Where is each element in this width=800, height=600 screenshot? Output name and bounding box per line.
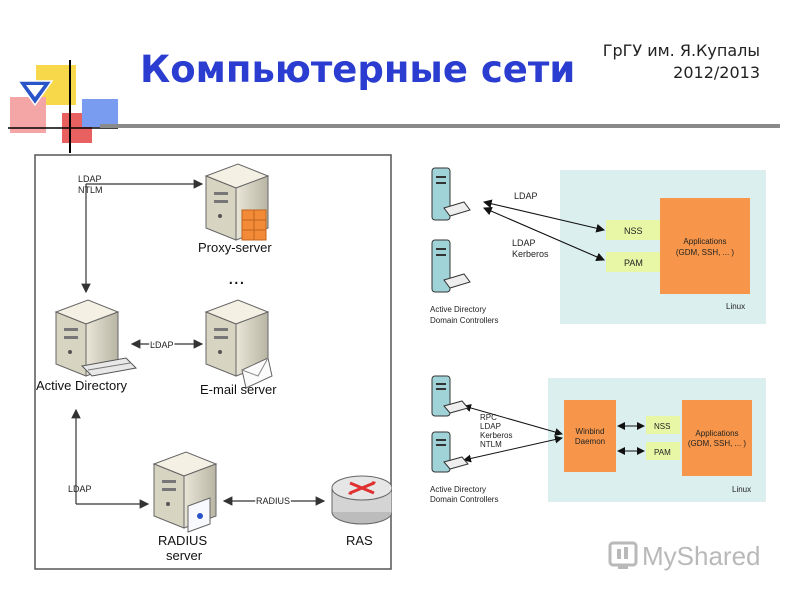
winbind-label-1: Winbind [576,427,605,436]
ad-label-top-1: Active Directory [430,305,486,314]
nss-label-top: NSS [624,226,643,236]
ldap-ntlm-label-2: NTLM [78,185,103,195]
kerberos-arrow-top [482,207,606,261]
protocol-label-rpc: RPC [480,413,497,422]
pam-label-bottom: PAM [654,448,671,457]
left-network-diagram: LDAP NTLM Proxy-server ... LDAP Active D… [34,154,392,570]
active-directory-label: Active Directory [36,378,128,393]
active-directory-server-icon [54,299,138,377]
title-underline [100,124,780,128]
dc-winbind-arrow-1 [463,404,563,436]
email-server-icon [204,299,273,389]
radius-server-label-1: RADIUS [158,533,207,548]
ldap-label-top: LDAP [514,191,538,201]
applications-box-top [660,198,750,294]
ldap-kerberos-label-2: Kerberos [512,249,549,259]
protocol-label-ntlm: NTLM [480,440,502,449]
pam-label-top: PAM [624,258,643,268]
org-name: ГрГУ им. Я.Купалы [602,41,760,60]
ldap-ntlm-label-1: LDAP [78,174,102,184]
ad-label-bottom-1: Active Directory [430,485,486,494]
university-logo [8,60,118,153]
bottom-right-diagram: RPC LDAP Kerberos NTLM Winbind Daemon NS… [430,375,766,504]
dc-winbind-arrow-2 [463,435,563,463]
ad-label-bottom-2: Domain Controllers [430,495,498,504]
radius-server-label-2: server [166,548,203,563]
organization-info: ГрГУ им. Я.Купалы 2012/2013 [603,40,760,84]
applications-box-bottom [682,400,752,476]
protocol-label-kerberos: Kerberos [480,431,512,440]
watermark-text: MyShared [642,541,761,571]
winbind-label-2: Daemon [575,437,605,446]
ras-label: RAS [346,533,373,548]
domain-controller-icon-3 [431,375,469,417]
nss-box-bottom [646,416,680,434]
domain-controller-icon-1 [431,167,471,221]
academic-year: 2012/2013 [673,63,760,82]
ldap-mid-label: LDAP [150,340,174,350]
proxy-server-label: Proxy-server [198,240,272,255]
applications-label-top-1: Applications [683,237,726,246]
ellipsis-label: ... [228,267,245,289]
applications-label-bottom-1: Applications [695,429,738,438]
myshared-watermark: MyShared [608,541,761,571]
nss-label-bottom: NSS [654,422,670,431]
nss-box-top [606,220,660,240]
protocol-label-ldap: LDAP [480,422,501,431]
applications-label-top-2: (GDM, SSH, ... ) [676,248,735,257]
email-server-label: E-mail server [200,382,277,397]
applications-label-bottom-2: (GDM, SSH, ... ) [688,439,747,448]
ras-router-icon [331,475,392,525]
top-right-diagram: LDAP LDAP Kerberos NSS PAM Applications … [430,167,766,325]
ldap-bottom-label: LDAP [68,484,92,494]
ad-label-top-2: Domain Controllers [430,316,498,325]
watermark-logo-icon [608,541,638,569]
radius-link-label: RADIUS [256,496,290,506]
linux-label-top: Linux [726,302,745,311]
domain-controller-icon-2 [431,239,471,293]
ldap-kerberos-label-1: LDAP [512,238,536,248]
pam-box-top [606,252,660,272]
radius-server-icon [152,451,218,533]
proxy-server-icon [204,163,270,241]
pam-box-bottom [646,442,680,460]
page-title: Компьютерные сети [140,48,576,91]
domain-controller-icon-4 [431,431,469,473]
winbind-box [564,400,616,472]
linux-label-bottom: Linux [732,485,751,494]
